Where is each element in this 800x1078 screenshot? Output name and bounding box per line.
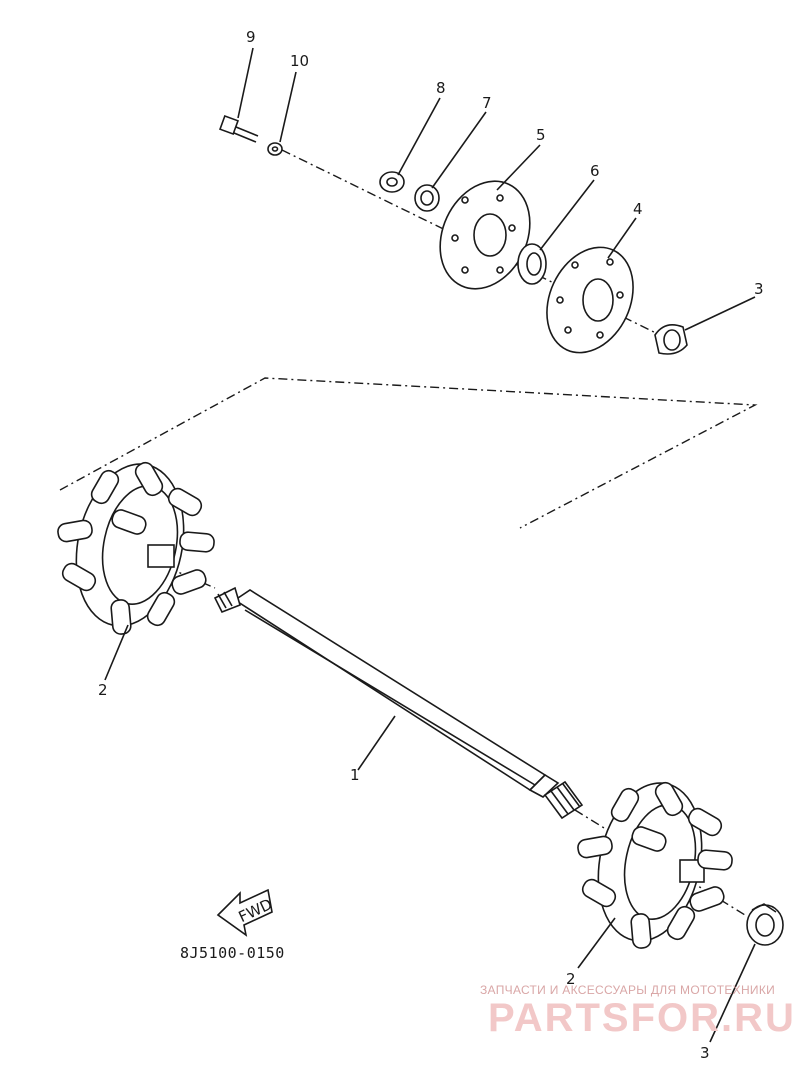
callout-5: 5 — [536, 126, 546, 144]
sprocket-left-teeth — [57, 461, 215, 635]
bearing-housing-plate — [439, 180, 531, 290]
callout-10: 10 — [290, 52, 309, 70]
flange-plate — [546, 246, 634, 354]
nut-part — [379, 171, 405, 193]
callout-4: 4 — [633, 200, 643, 218]
fwd-label: FWD — [236, 895, 275, 926]
sprocket-right — [577, 781, 733, 949]
callout-3-top: 3 — [754, 280, 764, 298]
callout-3-bottom: 3 — [700, 1044, 710, 1062]
leader-lines — [104, 47, 756, 1043]
clip-part-top — [654, 324, 688, 355]
forward-direction-arrow: FWD — [216, 888, 275, 937]
watermark-tagline: ЗАПЧАСТИ И АКСЕССУАРЫ ДЛЯ МОТОТЕХНИКИ — [480, 983, 776, 997]
bearing-part — [517, 243, 547, 285]
callout-1: 1 — [350, 766, 360, 784]
sprocket-left — [57, 461, 215, 635]
callout-2-right: 2 — [566, 970, 576, 988]
washer-part — [267, 142, 283, 156]
clip-part-bottom — [746, 903, 784, 946]
callout-numbers: 9 10 8 7 5 6 4 3 2 1 2 3 — [98, 28, 764, 1062]
callout-9: 9 — [246, 28, 256, 46]
callout-7: 7 — [482, 94, 492, 112]
diagram-part-code: 8J5100-0150 — [180, 944, 285, 962]
spacer-washer-part — [414, 184, 440, 212]
sprocket-right-teeth — [577, 781, 733, 949]
drive-shaft — [213, 586, 584, 820]
callout-6: 6 — [590, 162, 600, 180]
callout-8: 8 — [436, 79, 446, 97]
callout-2-left: 2 — [98, 681, 108, 699]
watermark-logo: PARTSFOR.RU — [488, 996, 796, 1040]
bolt-part — [219, 115, 259, 143]
